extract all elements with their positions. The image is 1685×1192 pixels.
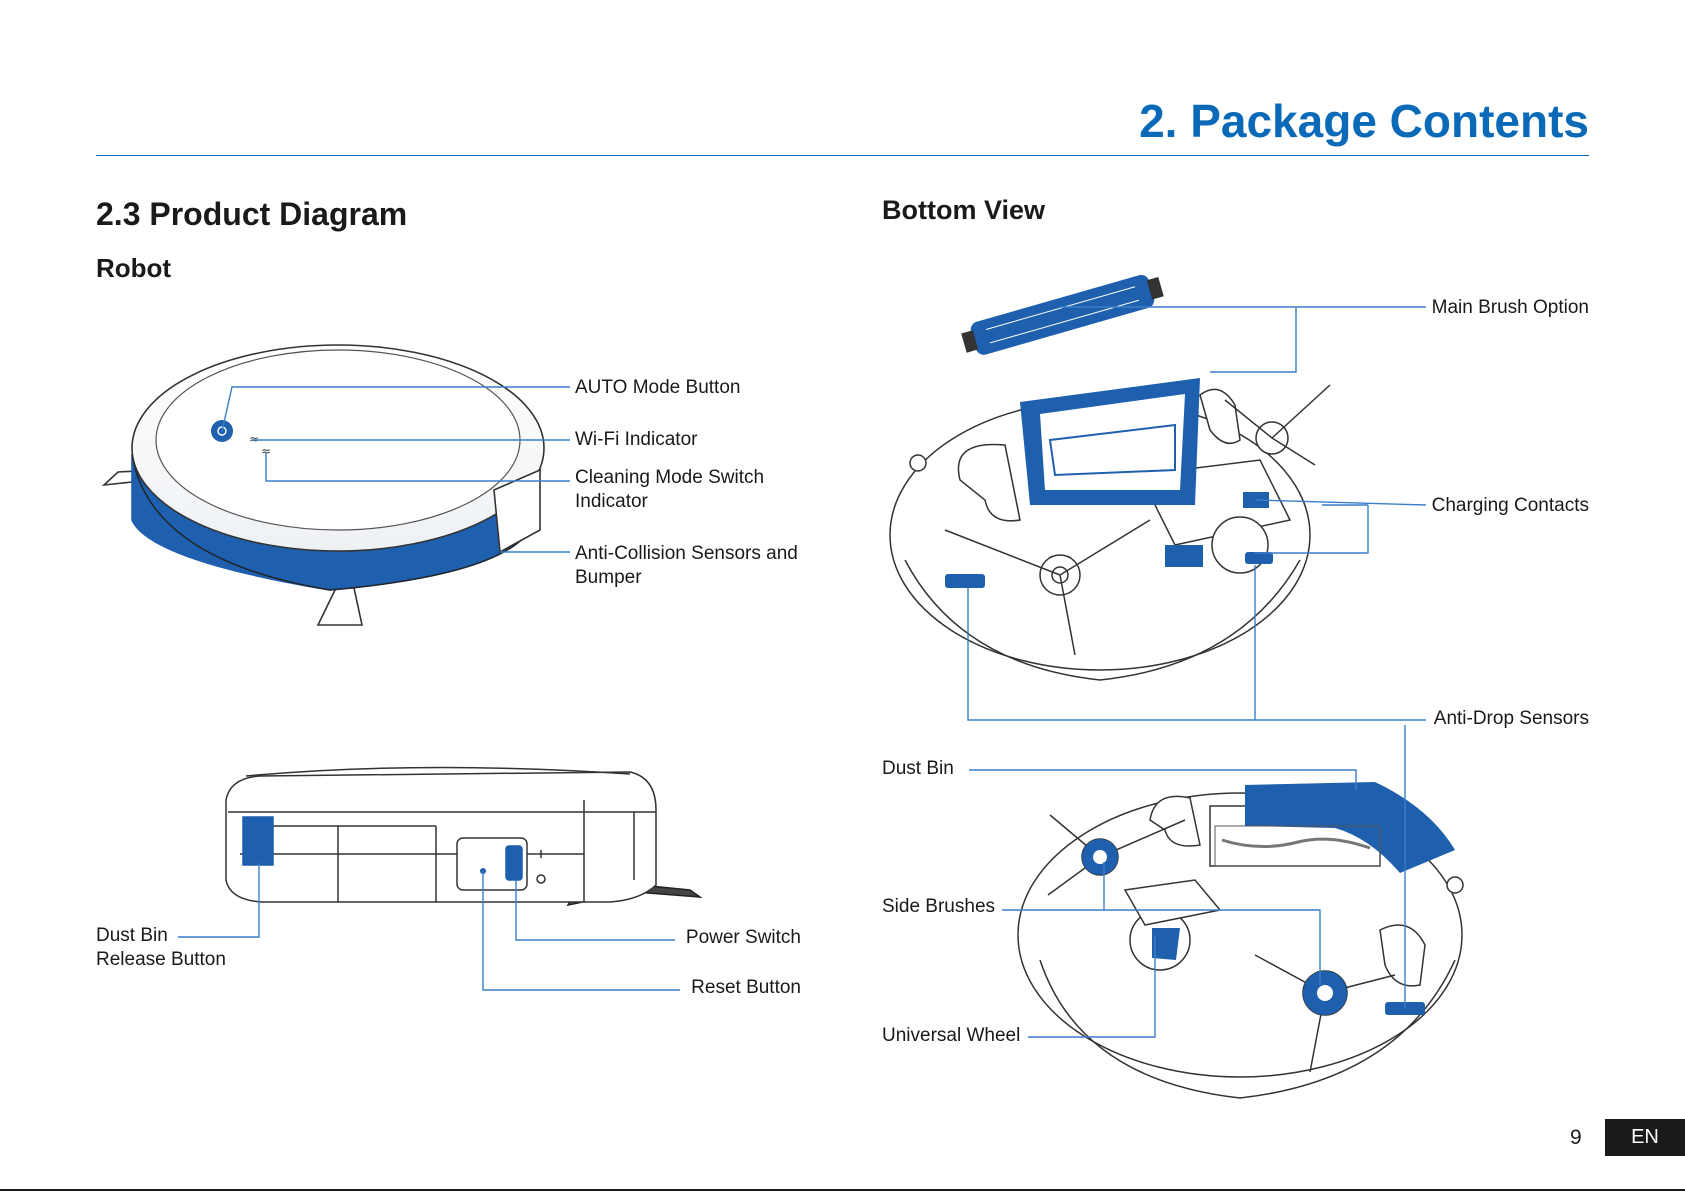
side-brush-arm bbox=[316, 587, 363, 626]
anti-drop-sensor-illustration bbox=[1245, 552, 1273, 564]
label-cleaning-mode-switch: Cleaning Mode Switch bbox=[575, 467, 765, 488]
label-cleaning-mode-indicator: Indicator bbox=[575, 491, 648, 512]
bottom-divider bbox=[0, 1189, 1685, 1191]
language-badge: EN bbox=[1605, 1119, 1685, 1156]
label-universal-wheel: Universal Wheel bbox=[882, 1025, 1021, 1046]
charging-contact-illustration bbox=[1165, 545, 1203, 567]
label-dust-bin: Dust Bin bbox=[882, 758, 954, 779]
section-title: 2.3 Product Diagram bbox=[96, 196, 408, 232]
bottom-view-robot-top bbox=[889, 384, 1331, 681]
label-anti-drop-sensors: Anti-Drop Sensors bbox=[1433, 708, 1589, 729]
page-number: 9 bbox=[1570, 1126, 1582, 1149]
main-brush-roller bbox=[961, 274, 1164, 355]
dust-bin-illustration bbox=[1245, 782, 1455, 873]
label-power-switch: Power Switch bbox=[685, 927, 801, 948]
label-dust-bin-release-button: Release Button bbox=[96, 949, 226, 970]
page-title: 2. Package Contents bbox=[1139, 95, 1589, 147]
label-bumper: Bumper bbox=[575, 567, 642, 588]
title-divider bbox=[96, 155, 1589, 156]
anti-drop-sensor-illustration bbox=[1385, 1002, 1425, 1015]
robot-side-illustration bbox=[225, 766, 703, 907]
label-main-brush-option: Main Brush Option bbox=[1431, 297, 1589, 318]
label-wifi-indicator: Wi-Fi Indicator bbox=[575, 429, 698, 450]
label-anti-collision-sensors: Anti-Collision Sensors and bbox=[575, 543, 798, 564]
bottom-top-callout-lines bbox=[967, 306, 1427, 721]
anti-drop-sensor-illustration bbox=[945, 574, 985, 588]
robot-side-callout-lines bbox=[178, 863, 680, 991]
label-dust-bin-release: Dust Bin bbox=[96, 925, 168, 946]
label-charging-contacts: Charging Contacts bbox=[1431, 495, 1589, 516]
universal-wheel-illustration bbox=[1152, 928, 1180, 960]
robot-top-callout-lines bbox=[221, 386, 570, 553]
label-side-brushes: Side Brushes bbox=[882, 896, 996, 917]
wifi-glyph: ≈ bbox=[249, 432, 259, 446]
robot-subtitle: Robot bbox=[96, 253, 172, 283]
label-auto-mode-button: AUTO Mode Button bbox=[575, 377, 741, 398]
label-reset-button: Reset Button bbox=[691, 977, 801, 998]
bottom-bottom-callout-lines bbox=[969, 725, 1406, 1038]
bottom-view-subtitle: Bottom View bbox=[882, 195, 1046, 225]
cleaning-mode-glyph: ≈ bbox=[261, 444, 271, 458]
